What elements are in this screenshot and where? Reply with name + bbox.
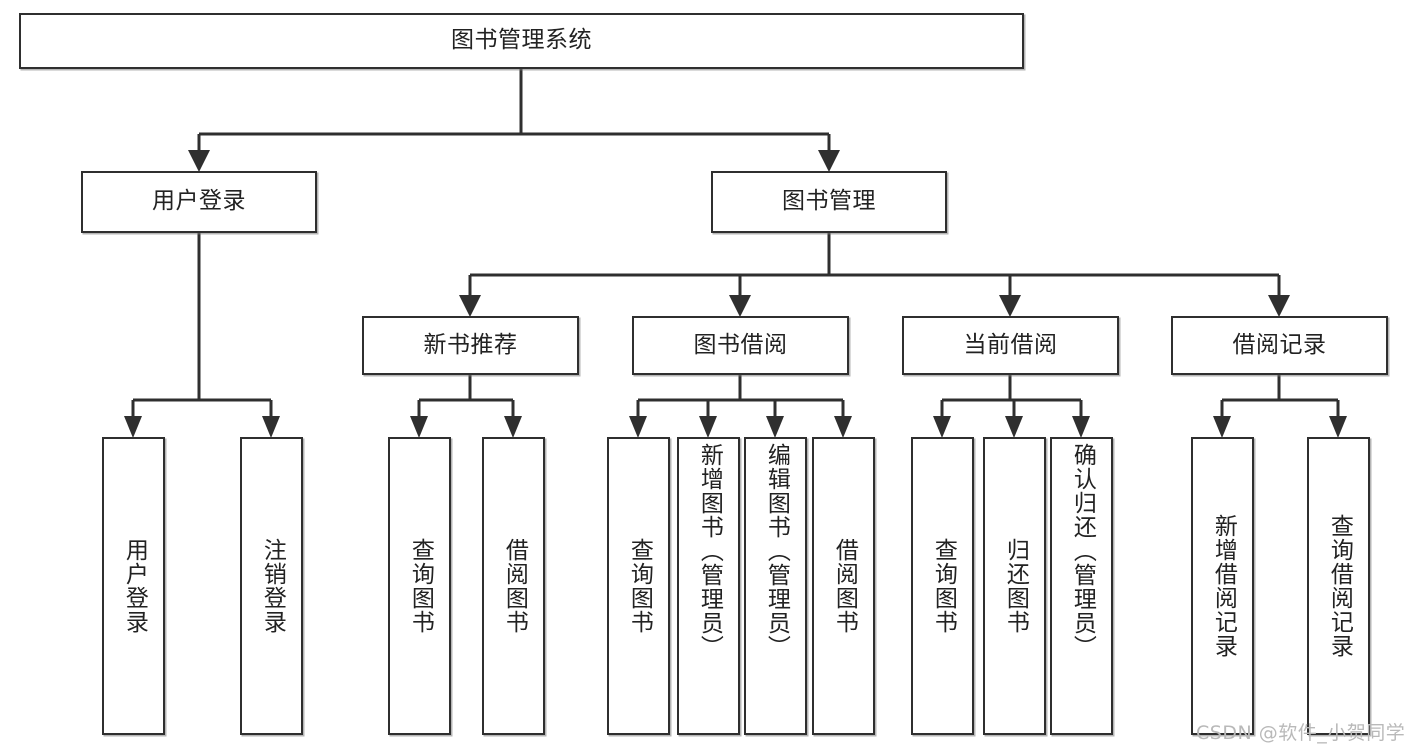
leaf-confirm-return-label: 确认归还（管理员）	[1069, 443, 1096, 659]
leaf-user-login[interactable]: 用户登录	[102, 437, 165, 735]
node-user-login[interactable]: 用户登录	[81, 171, 317, 233]
arrowheads-book-borrow-leaves	[629, 416, 852, 438]
node-book-management[interactable]: 图书管理	[711, 171, 947, 233]
leaf-add-borrow-record-label: 新增借阅记录	[1210, 514, 1237, 658]
arrowheads-level3	[459, 295, 1290, 317]
node-user-login-label: 用户登录	[152, 188, 246, 215]
leaf-user-login-label: 用户登录	[121, 538, 148, 634]
connector-book-borrow-to-leaves	[636, 375, 845, 421]
leaf-query-book-recommend-label: 查询图书	[407, 538, 434, 634]
leaf-query-book-borrow[interactable]: 查询图书	[607, 437, 670, 735]
leaf-add-book-label: 新增图书（管理员）	[696, 443, 723, 659]
node-book-borrow-label: 图书借阅	[693, 331, 788, 358]
arrowheads-borrow-records-leaves	[1213, 416, 1347, 438]
leaf-query-borrow-record[interactable]: 查询借阅记录	[1307, 437, 1370, 735]
node-borrow-records-label: 借阅记录	[1232, 331, 1327, 358]
leaf-edit-book-label: 编辑图书（管理员）	[763, 443, 790, 659]
connector-current-borrow-to-leaves	[940, 375, 1083, 421]
leaf-query-book-recommend[interactable]: 查询图书	[388, 437, 451, 735]
leaf-borrow-book-recommend-label: 借阅图书	[501, 538, 528, 634]
node-new-book-recommend-label: 新书推荐	[423, 331, 518, 358]
connector-root-to-level2	[197, 69, 831, 155]
arrowheads-new-book-leaves	[410, 416, 522, 438]
leaf-query-borrow-record-label: 查询借阅记录	[1326, 514, 1353, 658]
connector-level2-to-level3	[468, 233, 1281, 300]
connector-new-book-to-leaves	[417, 375, 515, 421]
node-book-borrow[interactable]: 图书借阅	[632, 316, 849, 375]
csdn-watermark: CSDN @软件_小贺同学	[1196, 722, 1405, 744]
node-new-book-recommend[interactable]: 新书推荐	[362, 316, 579, 375]
node-book-management-label: 图书管理	[782, 188, 876, 215]
leaf-borrow-book-recommend[interactable]: 借阅图书	[482, 437, 545, 735]
node-current-borrow-label: 当前借阅	[963, 331, 1058, 358]
connector-borrow-records-to-leaves	[1220, 375, 1340, 421]
node-borrow-records[interactable]: 借阅记录	[1171, 316, 1388, 375]
arrowheads-current-borrow-leaves	[933, 416, 1090, 438]
leaf-borrow-book-label: 借阅图书	[831, 538, 858, 634]
node-root-label: 图书管理系统	[451, 27, 592, 54]
leaf-query-book-current-label: 查询图书	[930, 538, 957, 634]
node-root[interactable]: 图书管理系统	[19, 13, 1024, 69]
leaf-add-book[interactable]: 新增图书（管理员）	[677, 437, 740, 735]
leaf-add-borrow-record[interactable]: 新增借阅记录	[1191, 437, 1254, 735]
connector-user-login-to-leaves	[131, 233, 273, 421]
leaf-edit-book[interactable]: 编辑图书（管理员）	[744, 437, 807, 735]
leaf-query-book-current[interactable]: 查询图书	[911, 437, 974, 735]
arrowheads-level2	[188, 150, 840, 172]
leaf-confirm-return[interactable]: 确认归还（管理员）	[1050, 437, 1113, 735]
leaf-return-book-label: 归还图书	[1002, 538, 1029, 634]
leaf-logout-label: 注销登录	[259, 538, 286, 634]
leaf-borrow-book[interactable]: 借阅图书	[812, 437, 875, 735]
leaf-query-book-borrow-label: 查询图书	[626, 538, 653, 634]
leaf-logout[interactable]: 注销登录	[240, 437, 303, 735]
arrowheads-user-login-leaves	[124, 416, 280, 438]
node-current-borrow[interactable]: 当前借阅	[902, 316, 1119, 375]
leaf-return-book[interactable]: 归还图书	[983, 437, 1046, 735]
